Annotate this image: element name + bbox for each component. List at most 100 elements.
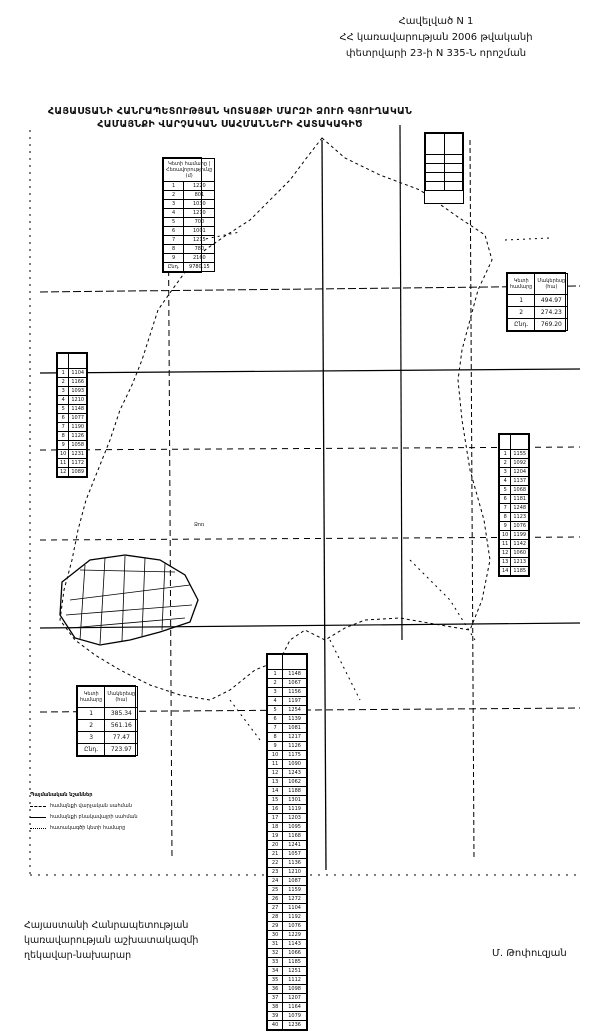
distance-value: 1139 — [282, 714, 307, 724]
point-number: 11 — [266, 759, 284, 769]
point-number: 22 — [266, 858, 284, 868]
decision-line: ՀՀ կառավարության 2006 թվականի — [339, 32, 533, 43]
distance-value: 1092 — [510, 458, 530, 468]
distance-value: 1104 — [68, 368, 88, 378]
point-number: 8 — [498, 512, 512, 522]
col-point: Կետի համարը — [506, 273, 536, 295]
distance-value: 1181 — [510, 494, 530, 504]
distance-value: 1126 — [68, 431, 88, 441]
distance-value: 1207 — [282, 993, 307, 1003]
distance-value: 1213 — [510, 557, 530, 567]
point-number: 7 — [266, 723, 284, 733]
point-number: 19 — [266, 831, 284, 841]
point-number: 2 — [266, 678, 284, 688]
distance-value: 1060 — [510, 548, 530, 558]
table-total-row: Ընդ.723.97 — [76, 743, 139, 756]
point-number: 33 — [266, 957, 284, 967]
distance-value: 1136 — [282, 858, 307, 868]
distance-value: 1272 — [282, 894, 307, 904]
point-number: 13 — [266, 777, 284, 787]
distance-value: 1148 — [282, 669, 307, 679]
distance-value: 1229 — [282, 930, 307, 940]
point-number: 12 — [266, 768, 284, 778]
point-number: 24 — [266, 876, 284, 886]
distance-value: 1254 — [282, 705, 307, 715]
distance-value: 1137 — [510, 476, 530, 486]
legend-item: համայնքի վարչական սահման — [30, 801, 138, 812]
distance-value: 1301 — [282, 795, 307, 805]
point-number: 10 — [56, 449, 70, 459]
distance-value: 1204 — [510, 467, 530, 477]
distance-value: 1251 — [282, 966, 307, 976]
point-number: 4 — [498, 476, 512, 486]
distance-value: 1217 — [282, 732, 307, 742]
distance-value: 1077 — [68, 413, 88, 423]
point-number: 8 — [266, 732, 284, 742]
distance-value: 1190 — [68, 422, 88, 432]
distance-value: 1062 — [282, 777, 307, 787]
distance-value: 1058 — [68, 440, 88, 450]
point-number: 25 — [266, 885, 284, 895]
distance-value: 1067 — [282, 678, 307, 688]
table-total-row: Ընդ.9780.15 — [162, 262, 216, 272]
point-number: 34 — [266, 966, 284, 976]
distance-value: 1185 — [282, 957, 307, 967]
decision-date-line: փետրվարի 23-ի N 335-Ն որոշման — [345, 48, 527, 59]
point-number: 8 — [56, 431, 70, 441]
legend-swatch — [30, 806, 46, 807]
point-number: 12 — [56, 467, 70, 477]
point-number: 14 — [266, 786, 284, 796]
top-right-table — [424, 132, 464, 204]
point-number: 21 — [266, 849, 284, 859]
point-number: 11 — [498, 539, 512, 549]
point-number: 10 — [498, 530, 512, 540]
distance-value: 1192 — [282, 912, 307, 922]
settlement-streets — [65, 555, 193, 645]
point-number: 26 — [266, 894, 284, 904]
point-number: 5 — [498, 485, 512, 495]
grid-line — [39, 446, 581, 451]
point-number: 10 — [266, 750, 284, 760]
point-number: 1 — [498, 449, 512, 459]
point-number: 39 — [266, 1011, 284, 1021]
point-number: 1 — [56, 368, 70, 378]
point-number: 6 — [266, 714, 284, 724]
point-number: 29 — [266, 921, 284, 931]
distance-value: 1241 — [282, 840, 307, 850]
point-number: 18 — [266, 822, 284, 832]
